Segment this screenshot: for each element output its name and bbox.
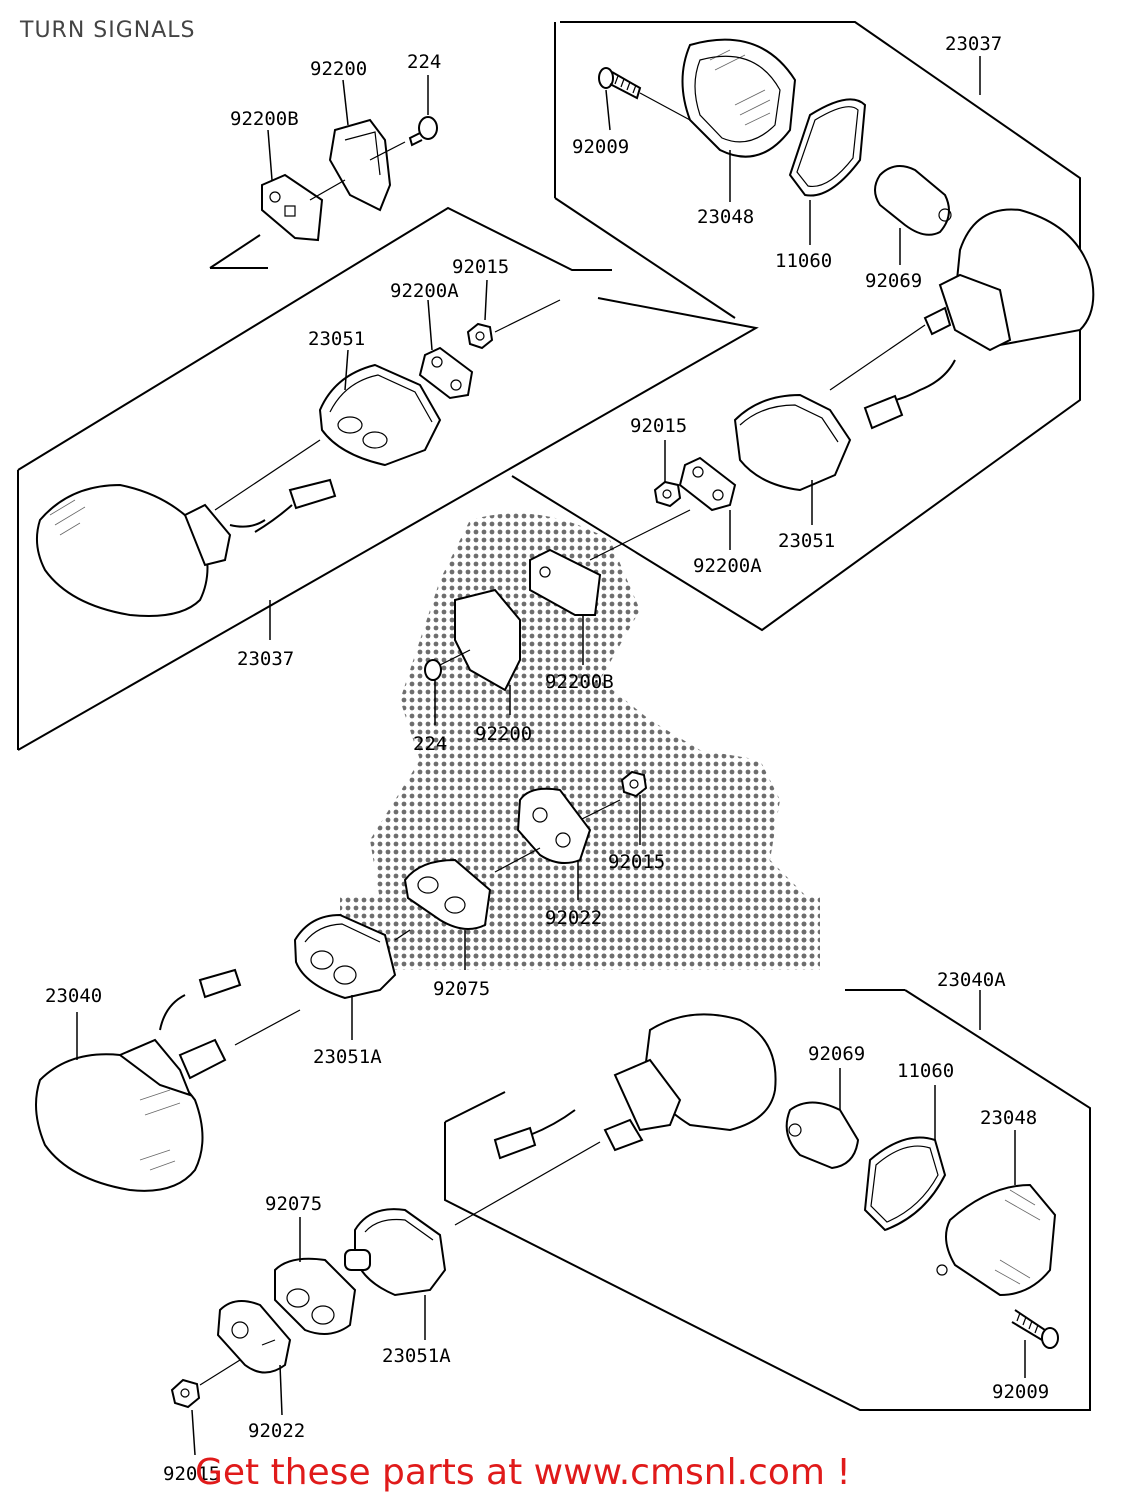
upper-right-lamp: [829, 208, 1095, 430]
upper-left-box: [17, 206, 759, 751]
center-bolt: [424, 649, 471, 681]
upper-left-plate-a: [418, 346, 474, 400]
label-upper-right-bulb[interactable]: 92069: [865, 270, 922, 292]
label-lower-holder[interactable]: 23051A: [382, 1345, 451, 1367]
label-upper-left-holder[interactable]: 23051: [308, 328, 365, 350]
footer-link[interactable]: Get these parts at www.cmsnl.com !: [195, 1452, 851, 1493]
label-center-plate-b[interactable]: 92200B: [545, 671, 614, 693]
label-lower-right-screw[interactable]: 92009: [992, 1381, 1049, 1403]
label-upper-left-bracket[interactable]: 92200: [310, 58, 367, 80]
label-upper-left-plate-a[interactable]: 92200A: [390, 280, 459, 302]
label-upper-right-screw[interactable]: 92009: [572, 136, 629, 158]
label-center-bolt[interactable]: 224: [413, 733, 447, 755]
lower-plate: [216, 1300, 292, 1374]
upper-right-nut: [653, 480, 682, 508]
label-center-plate[interactable]: 92022: [545, 907, 602, 929]
upper-right-bulb: [874, 165, 952, 236]
lower-right-bulb: [785, 1101, 860, 1170]
lower-left-holder: [293, 913, 411, 1000]
label-lower-right-lens[interactable]: 23048: [980, 1107, 1037, 1129]
lower-damper: [274, 1257, 357, 1335]
label-lower-right-assembly[interactable]: 23040A: [937, 969, 1006, 991]
label-lower-damper[interactable]: 92075: [265, 1193, 322, 1215]
label-upper-right-plate[interactable]: 92200A: [693, 555, 762, 577]
upper-right-holder: [733, 393, 852, 492]
label-upper-left-nut[interactable]: 92015: [452, 256, 509, 278]
upper-left-bracket: [328, 118, 392, 212]
label-lower-right-gasket[interactable]: 11060: [897, 1060, 954, 1082]
label-upper-left-bolt[interactable]: 224: [407, 51, 441, 73]
lower-right-box: [444, 989, 1091, 1411]
part-labels: 23037 92009 23048 11060 92069 92015 2305…: [45, 33, 1049, 1485]
upper-left-lamp: [35, 478, 337, 617]
label-upper-right-assembly[interactable]: 23037: [945, 33, 1002, 55]
lower-right-gasket: [863, 1136, 947, 1232]
center-nut: [559, 770, 648, 831]
lower-nut: [170, 1359, 241, 1409]
upper-left-nut: [466, 299, 561, 350]
label-lower-left-holder[interactable]: 23051A: [313, 1046, 382, 1068]
lower-right-lens: [936, 1183, 1057, 1297]
label-lower-right-bulb[interactable]: 92069: [808, 1043, 865, 1065]
label-center-damper[interactable]: 92075: [433, 978, 490, 1000]
center-plate: [516, 787, 592, 865]
lower-right-screw: [1011, 1309, 1059, 1349]
lower-holder: [344, 1208, 447, 1297]
label-upper-right-lens[interactable]: 23048: [697, 206, 754, 228]
lower-left-lamp: [35, 968, 242, 1192]
upper-left-holder: [318, 363, 442, 467]
upper-right-lens: [681, 38, 797, 158]
label-upper-right-gasket[interactable]: 11060: [775, 250, 832, 272]
center-damper: [403, 847, 541, 930]
upper-right-plate: [678, 456, 737, 512]
diagram-title: TURN SIGNALS: [20, 18, 196, 43]
upper-right-gasket: [788, 98, 867, 197]
leader-lines: [76, 56, 1026, 1456]
upper-right-screw: [598, 67, 691, 121]
center-plate-b: [529, 548, 602, 616]
label-upper-left-assembly[interactable]: 23037: [237, 648, 294, 670]
label-upper-right-nut[interactable]: 92015: [630, 415, 687, 437]
label-center-nut[interactable]: 92015: [608, 851, 665, 873]
label-lower-nut[interactable]: 92015: [163, 1463, 220, 1485]
label-upper-right-holder[interactable]: 23051: [778, 530, 835, 552]
label-upper-left-plate-b[interactable]: 92200B: [230, 108, 299, 130]
upper-left-bolt: [309, 116, 438, 201]
center-bracket: [454, 588, 521, 692]
lower-right-lamp: [454, 1013, 777, 1226]
label-lower-plate[interactable]: 92022: [248, 1420, 305, 1442]
upper-left-plate-b: [261, 173, 324, 242]
label-lower-left-assembly[interactable]: 23040: [45, 985, 102, 1007]
label-center-bracket[interactable]: 92200: [475, 723, 532, 745]
